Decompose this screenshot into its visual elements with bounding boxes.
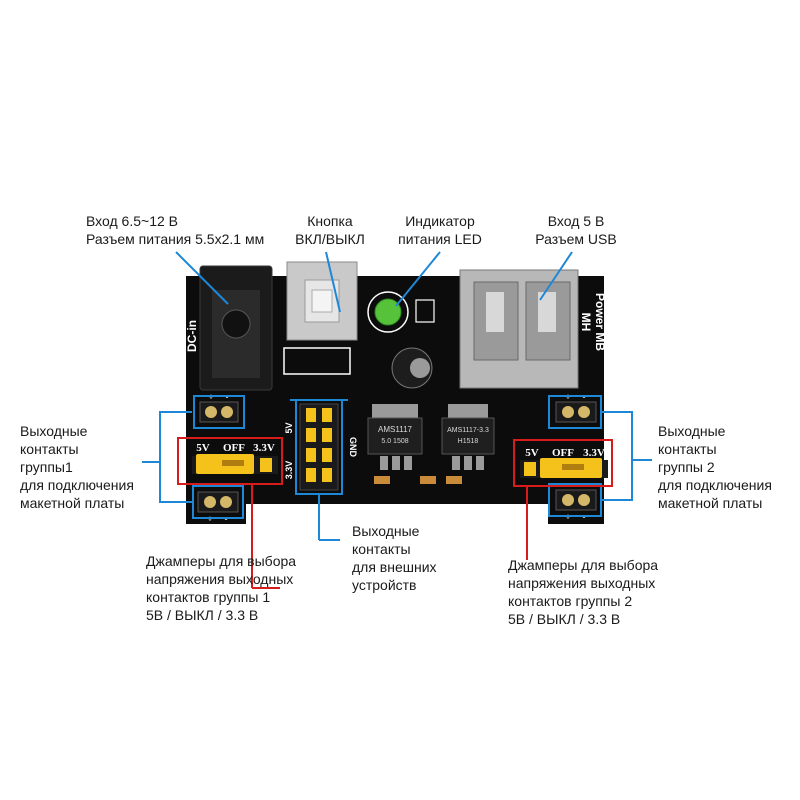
group2-outputs-line4: для подключения — [658, 477, 772, 493]
led-pad — [367, 291, 409, 333]
regulator-3v3-mark-2: H1518 — [458, 438, 479, 445]
jumper2-5v: 5V — [525, 447, 539, 459]
regulator-5v-mark-2: 5.0 1508 — [381, 438, 408, 445]
group1-outputs-label: Выходные контакты группы1 для подключени… — [20, 422, 134, 512]
dc-in-silkscreen: DC-in — [185, 320, 199, 352]
header-33-silkscreen: 3.3V — [284, 461, 294, 480]
jumper1-5v: 5V — [196, 442, 210, 454]
led-label-line1: Индикатор — [405, 213, 475, 229]
led-label-line2: питания LED — [398, 231, 482, 247]
led-label: Индикатор питания LED — [390, 212, 490, 248]
external-outputs-line2: контакты — [352, 541, 411, 557]
smd-part — [374, 476, 390, 484]
capacitor-top — [410, 358, 430, 378]
jumper2-33: 3.3V — [583, 447, 605, 459]
group2-outputs-line5: макетной платы — [658, 495, 763, 511]
group2-bottom-pins — [555, 489, 597, 511]
group2-outputs-line1: Выходные — [658, 423, 726, 439]
smd-part — [420, 476, 436, 484]
jumper-group2 — [520, 458, 608, 478]
group1-outputs-line4: для подключения — [20, 477, 134, 493]
jumpers-group2-line4: 5В / ВЫКЛ / 3.3 В — [508, 611, 621, 627]
red-callouts — [177, 437, 613, 589]
jumpers-group2-line1: Джамперы для выбора — [508, 557, 659, 573]
model-silkscreen-1: MH — [579, 313, 593, 332]
jumper1-33: 3.3V — [253, 442, 275, 454]
external-outputs-line1: Выходные — [352, 523, 420, 539]
group1-top-pins — [199, 401, 239, 423]
group2-outputs-line3: группы 2 — [658, 459, 715, 475]
usb-port — [459, 269, 579, 389]
switch-footprint — [283, 347, 351, 375]
group2-outputs-label: Выходные контакты группы 2 для подключен… — [658, 422, 772, 512]
smd-part — [446, 476, 462, 484]
usb-input-label-line2: Разъем USB — [535, 231, 617, 247]
group2-top-pins — [555, 401, 597, 423]
led-resistor — [415, 299, 435, 323]
power-switch — [286, 261, 358, 341]
dc-input-label-line1: Вход 6.5~12 В — [86, 213, 178, 229]
external-outputs-label: Выходные контакты для внешних устройств — [352, 522, 437, 594]
model-silkscreen-2: Power MB — [593, 293, 607, 351]
jumper-group1 — [192, 454, 278, 474]
header-5v-silkscreen: 5V — [284, 422, 294, 433]
regulator-5v — [367, 404, 423, 470]
jumpers-group1-line4: 5В / ВЫКЛ / 3.3 В — [146, 607, 259, 623]
switch-label: Кнопка ВКЛ/ВЫКЛ — [290, 212, 370, 248]
switch-label-line1: Кнопка — [307, 213, 353, 229]
jumpers-group1-line2: напряжения выходных — [146, 571, 294, 587]
led-indicator — [374, 298, 402, 326]
jumpers-group2-label: Джамперы для выбора напряжения выходных … — [508, 556, 658, 628]
jumpers-group2-line3: контактов группы 2 — [508, 593, 633, 609]
external-header — [299, 403, 339, 491]
dc-input-label: Вход 6.5~12 В Разъем питания 5.5x2.1 мм — [86, 212, 264, 248]
external-header-callout-box — [295, 399, 343, 495]
group1-outputs-line3: группы1 — [20, 459, 73, 475]
regulator-5v-mark-1: AMS1117 — [378, 425, 412, 434]
external-outputs-line3: для внешних — [352, 559, 437, 575]
jumper2-off: OFF — [552, 447, 574, 459]
regulator-3v3 — [441, 404, 495, 470]
group1-outputs-line2: контакты — [20, 441, 79, 457]
usb-input-label: Вход 5 В Разъем USB — [526, 212, 626, 248]
switch-label-line2: ВКЛ/ВЫКЛ — [295, 231, 365, 247]
group2-outputs-line2: контакты — [658, 441, 717, 457]
regulator-3v3-mark-1: AMS1117-3.3 — [447, 427, 489, 434]
jumpers-group1-line3: контактов группы 1 — [146, 589, 271, 605]
dc-input-label-line2: Разъем питания 5.5x2.1 мм — [86, 231, 265, 247]
jumpers-group1-label: Джамперы для выбора напряжения выходных … — [146, 552, 296, 624]
jumper1-off: OFF — [223, 442, 245, 454]
jumpers-group1-line1: Джамперы для выбора — [146, 553, 297, 569]
usb-input-label-line1: Вход 5 В — [547, 213, 605, 229]
group1-outputs-line5: макетной платы — [20, 495, 125, 511]
dc-jack — [199, 265, 273, 391]
jumpers-group2-line2: напряжения выходных — [508, 575, 656, 591]
external-outputs-line4: устройств — [352, 577, 417, 593]
header-gnd-silkscreen: GND — [348, 437, 358, 458]
group1-bottom-pins — [197, 491, 239, 513]
group1-outputs-line1: Выходные — [20, 423, 88, 439]
